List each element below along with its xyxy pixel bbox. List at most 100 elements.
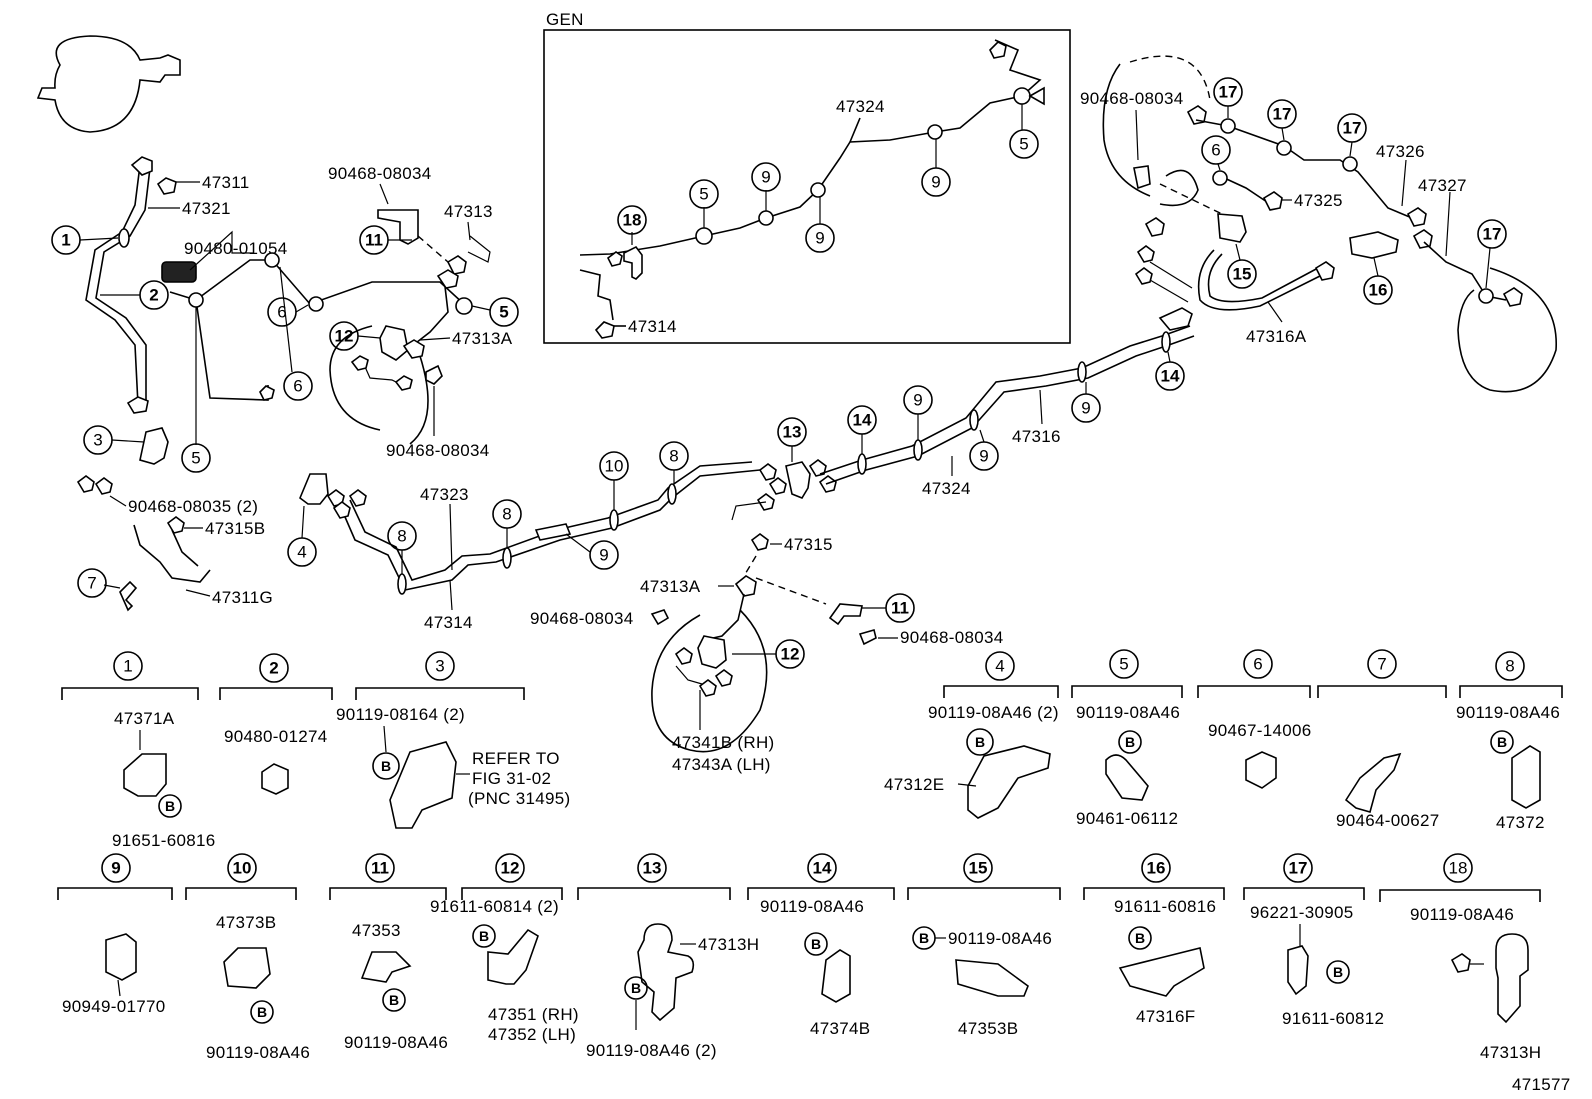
valve-bolt-2 — [394, 375, 413, 391]
nut-rear-a — [1136, 245, 1155, 263]
legend-15-90119: 90119-08A46 — [948, 929, 1052, 948]
nut-4 — [326, 489, 345, 507]
valve-nut-right — [402, 339, 425, 359]
proportioning-valve-12 — [379, 325, 409, 361]
svg-text:6: 6 — [1211, 141, 1220, 160]
svg-text:6: 6 — [1253, 655, 1262, 674]
svg-text:B: B — [1497, 734, 1507, 750]
gen-pipe-47314 — [579, 269, 614, 321]
dash-11-to-valve — [417, 235, 449, 263]
legend-18-90119: 90119-08A46 — [1410, 905, 1514, 924]
pipe-47325 — [1219, 175, 1271, 205]
svg-text:9: 9 — [761, 168, 770, 187]
svg-text:11: 11 — [365, 231, 383, 250]
callout-9-b — [903, 385, 933, 415]
clamp-9-b — [913, 439, 923, 461]
label-90468-08034-d: 90468-08034 — [900, 628, 1004, 647]
gen-inset-frame — [543, 29, 1071, 344]
dash-11-lower — [755, 577, 827, 605]
svg-text:18: 18 — [1449, 859, 1468, 878]
svg-text:B: B — [479, 928, 489, 944]
nut-47314 — [332, 501, 351, 519]
svg-text:B: B — [975, 734, 985, 750]
rear-pipe-run: 14 9 9 9 14 47324 47316 47316A 15 — [819, 55, 1557, 498]
callout-4-main — [287, 537, 317, 567]
legend-9-part — [105, 933, 137, 981]
label-47341B: 47341B (RH) — [672, 733, 775, 752]
legend-4-part — [967, 745, 1051, 819]
callout-6-b — [283, 371, 313, 401]
legend-18-47313H: 47313H — [1480, 1043, 1541, 1062]
nut-rear-wheel — [1502, 287, 1523, 307]
pipe-branch-5 — [195, 299, 269, 401]
label-90468-08034-b: 90468-08034 — [386, 441, 490, 460]
svg-text:9: 9 — [1081, 399, 1090, 418]
legend-12-b — [472, 924, 496, 948]
svg-text:14: 14 — [853, 411, 872, 430]
legend-14-part — [821, 949, 851, 1003]
svg-text:8: 8 — [397, 527, 406, 546]
legend-11-b — [382, 988, 406, 1012]
label-47311: 47311 — [202, 173, 250, 192]
legend-key-14 — [807, 853, 837, 883]
legend-1-47371A: 47371A — [114, 709, 175, 728]
label-47326: 47326 — [1376, 142, 1425, 161]
label-47311G: 47311G — [212, 588, 273, 607]
svg-text:17: 17 — [1219, 83, 1238, 102]
legend-18-part — [1495, 933, 1529, 1024]
legend-key-6 — [1243, 649, 1273, 679]
label-47323: 47323 — [420, 485, 469, 504]
clamp-9-d — [1077, 361, 1087, 383]
clip-90468-b — [425, 364, 443, 385]
pipe-nut-top — [130, 156, 153, 176]
svg-text:5: 5 — [191, 449, 200, 468]
legend-key-4 — [985, 651, 1015, 681]
label-47343A: 47343A (LH) — [672, 755, 771, 774]
clamp-6-mid — [264, 252, 280, 268]
gen-inset: GEN 47324 47314 18 5 9 9 9 — [543, 10, 1071, 344]
label-47321: 47321 — [182, 199, 231, 218]
clamp-17-c — [1342, 156, 1358, 172]
rear-loop — [1159, 169, 1199, 207]
svg-text:9: 9 — [111, 859, 120, 878]
gen-inset-title: GEN — [546, 10, 584, 29]
legend-13-90119: 90119-08A46 (2) — [586, 1041, 717, 1060]
legend-key-10 — [227, 853, 257, 883]
clamp-8-c — [667, 483, 677, 505]
label-47314: 47314 — [424, 613, 473, 632]
leader-90480-01054 — [189, 230, 254, 271]
gen-nut-top — [989, 41, 1007, 59]
legend-10-47373B: 47373B — [216, 913, 276, 932]
legend-16-47316F: 47316F — [1136, 1007, 1195, 1026]
nut-47327-a — [1406, 207, 1427, 227]
bracket-15 — [1217, 213, 1247, 243]
svg-text:5: 5 — [499, 303, 508, 322]
bracket-11-lower — [828, 603, 863, 626]
svg-text:5: 5 — [1119, 655, 1128, 674]
legend-5-90119: 90119-08A46 — [1076, 703, 1180, 722]
valve-outline-lower — [651, 609, 768, 753]
label-47316: 47316 — [1012, 427, 1061, 446]
legend-key-3 — [425, 651, 455, 681]
callout-6-a — [267, 297, 297, 327]
svg-text:14: 14 — [813, 859, 832, 878]
clip-7 — [119, 580, 138, 612]
nut-47313A — [436, 269, 459, 289]
clamp-17-d — [1478, 288, 1494, 304]
legend-key-12 — [495, 853, 525, 883]
label-90468-08035: 90468-08035 (2) — [128, 497, 258, 516]
front-pipe-47321 — [85, 164, 141, 406]
pipe-47313A-top — [411, 277, 449, 347]
legend-key-11 — [365, 853, 395, 883]
gen-clamp-9b — [810, 182, 826, 198]
label-47313A: 47313A — [640, 577, 701, 596]
svg-text:16: 16 — [1369, 281, 1388, 300]
label-47313A-top: 47313A — [452, 329, 513, 348]
callout-10-main — [599, 451, 629, 481]
svg-text:5: 5 — [1019, 135, 1028, 154]
pipe-nut-lower — [126, 396, 149, 414]
legend-13-b — [624, 976, 648, 1000]
svg-text:17: 17 — [1483, 225, 1502, 244]
gen-callout-9b — [805, 223, 835, 253]
svg-text:B: B — [1135, 930, 1145, 946]
